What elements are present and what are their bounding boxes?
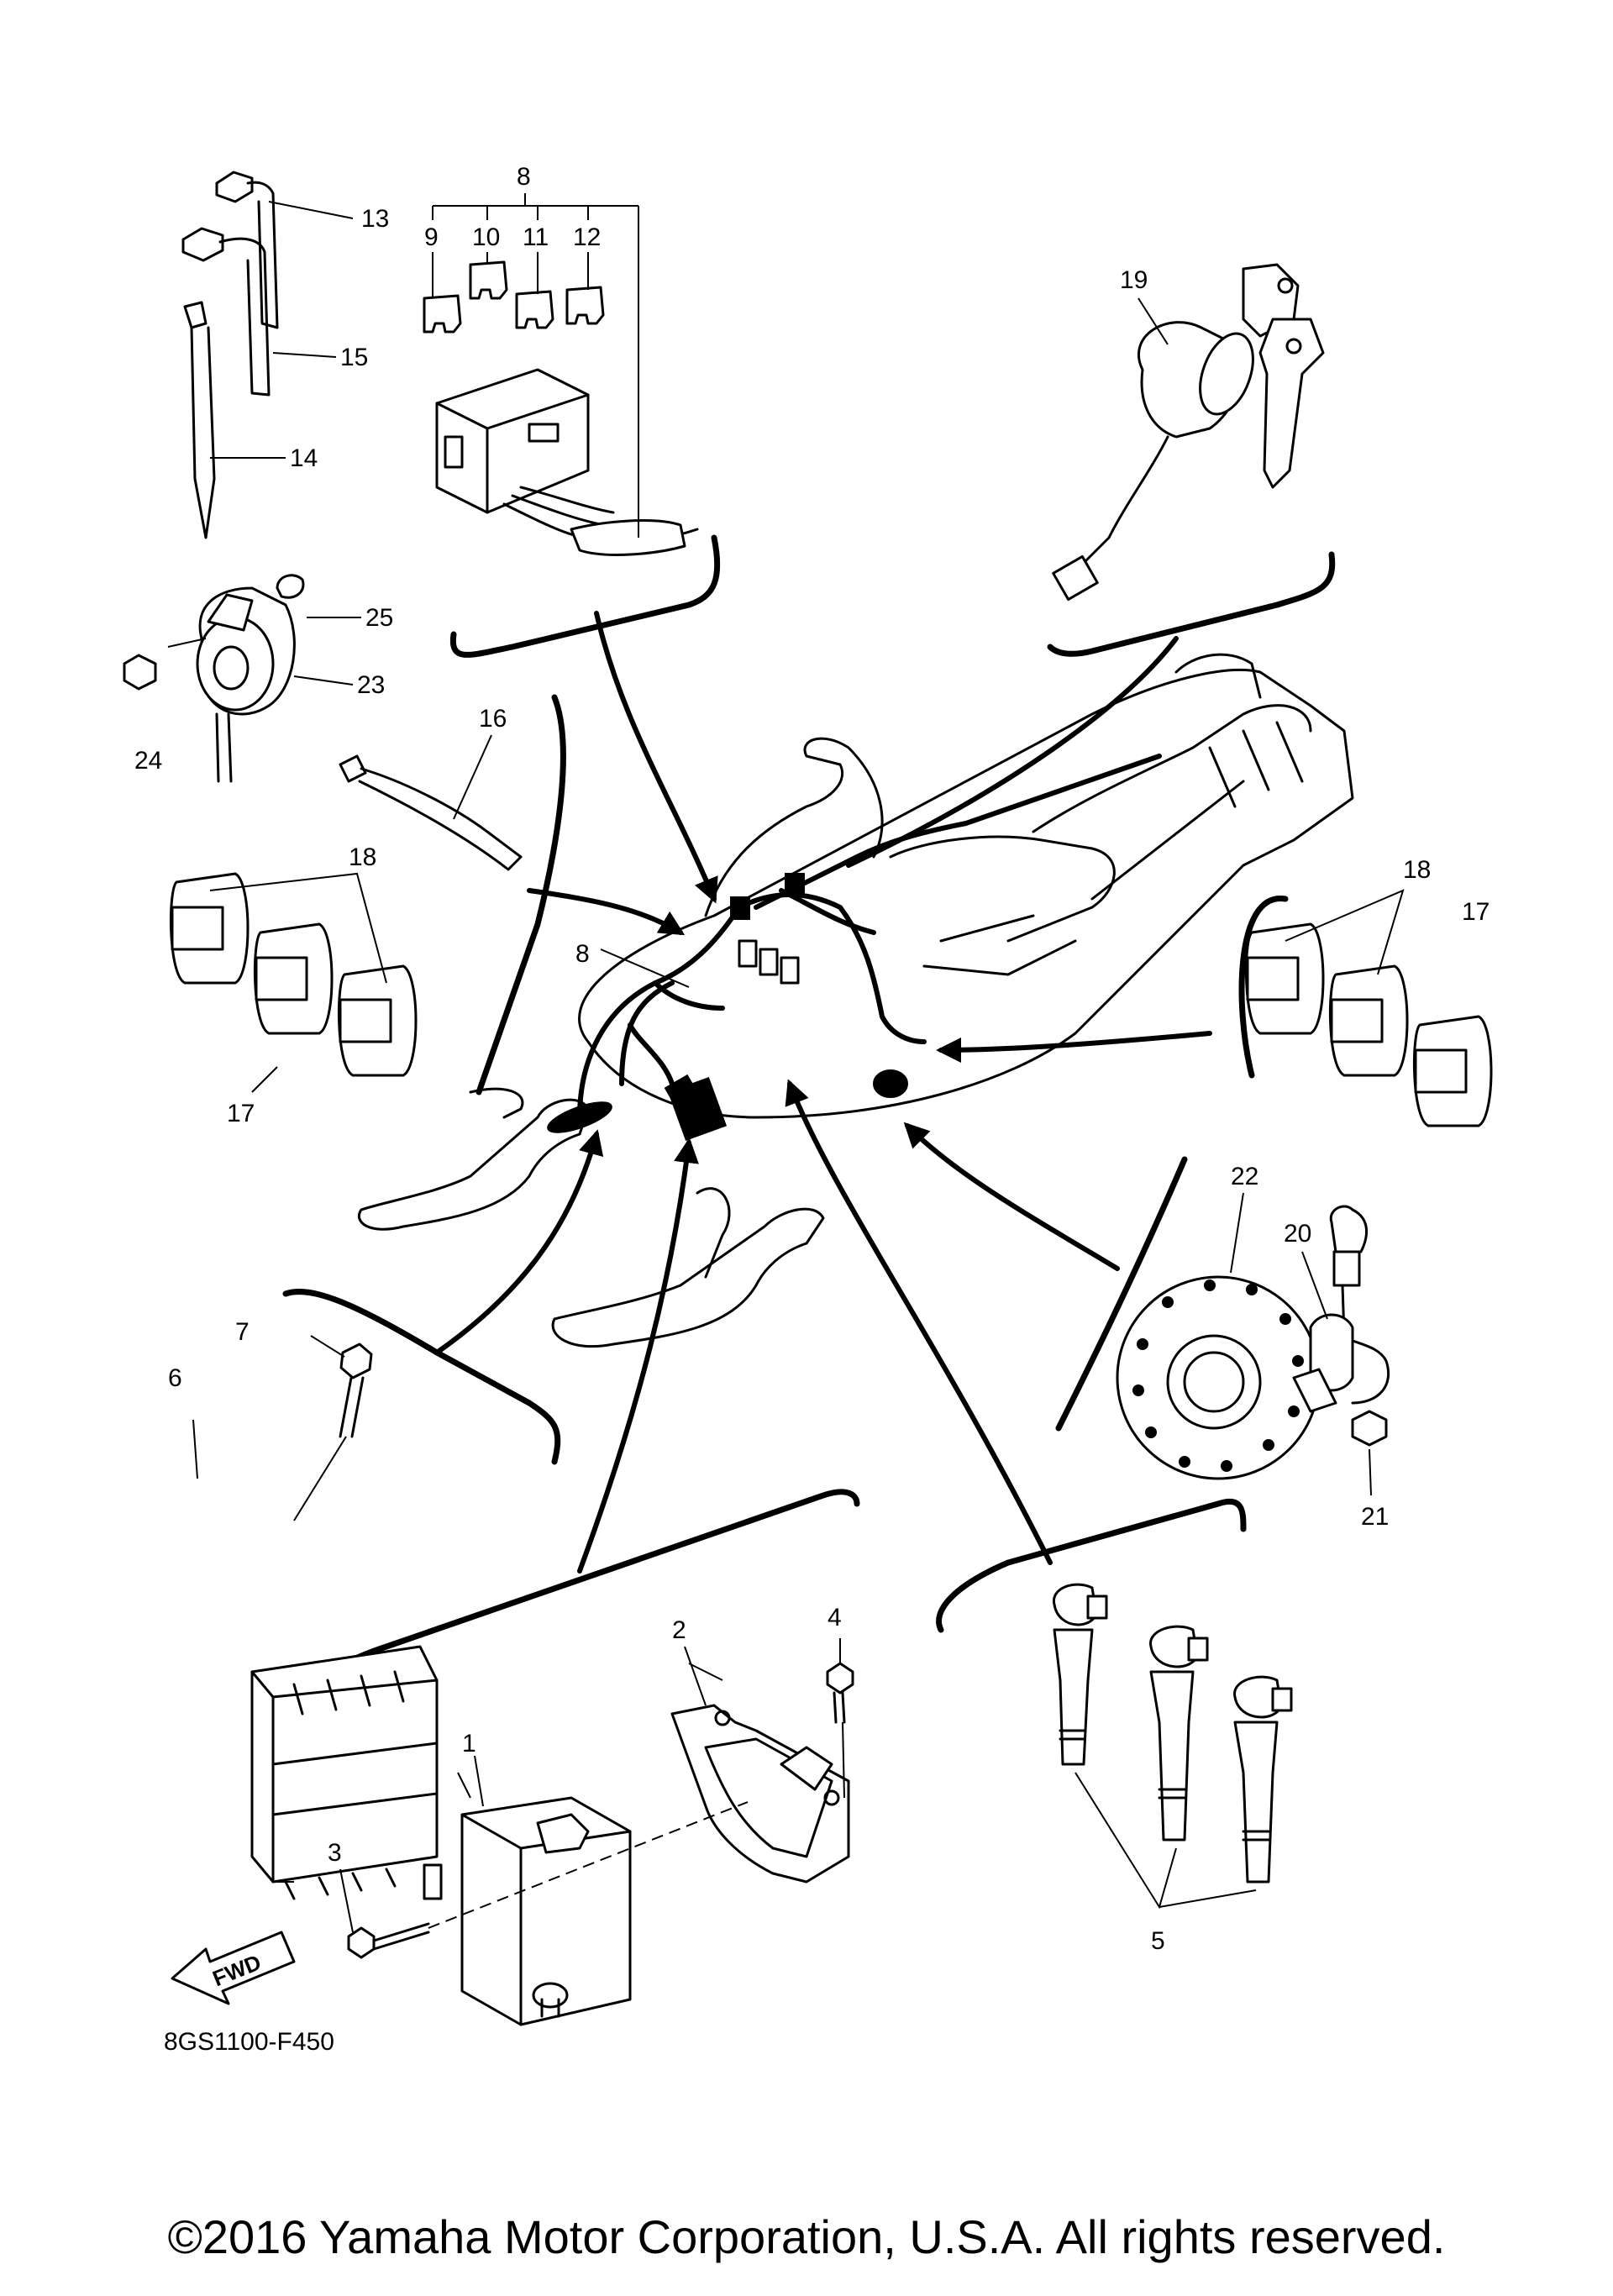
callout-17-left: 17 (227, 1100, 255, 1127)
ignition-coil (1053, 1583, 1293, 1910)
ecu (423, 1796, 632, 2026)
sensor-rotor (1116, 1275, 1321, 1480)
callout-10: 10 (472, 223, 500, 251)
ignition-switch (1052, 263, 1325, 602)
callout-6: 6 (168, 1364, 182, 1392)
drawing-code: 8GS1100-F450 (164, 2028, 334, 2056)
copyright-notice: ©2016 Yamaha Motor Corporation, U.S.A. A… (167, 2210, 1446, 2263)
callout-21: 21 (1361, 1503, 1389, 1531)
relay (169, 872, 1493, 1127)
callout-labels: 1 2 3 4 5 6 7 8 8 9 10 11 12 13 14 15 16… (134, 163, 1490, 1955)
callout-22: 22 (1231, 1163, 1258, 1190)
callout-19: 19 (1120, 266, 1148, 294)
relay-leader-line (209, 872, 1405, 1093)
callout-14: 14 (290, 444, 318, 472)
callout-2: 2 (672, 1616, 686, 1644)
callout-leader-line (210, 201, 1372, 1933)
speed-sensor (1292, 1205, 1390, 1447)
callout-4: 4 (828, 1604, 842, 1631)
callout-13: 13 (361, 205, 389, 233)
callout-18-left: 18 (349, 843, 376, 871)
fuse-leader-line (432, 193, 639, 538)
callout-11: 11 (523, 223, 549, 251)
callout-25: 25 (365, 604, 393, 632)
mounting-bracket (670, 1704, 850, 1884)
fwd-arrow: FWD (171, 1931, 296, 2005)
callout-20: 20 (1284, 1220, 1311, 1248)
fastener (192, 1335, 854, 1959)
callout-9: 9 (424, 223, 439, 251)
callout-23: 23 (357, 671, 385, 699)
callout-8-harness: 8 (575, 940, 590, 968)
callout-8: 8 (517, 163, 531, 191)
callout-5: 5 (1151, 1927, 1165, 1955)
cable-tie (181, 171, 523, 871)
callout-24: 24 (134, 747, 162, 775)
callout-15: 15 (340, 344, 368, 371)
callout-18-right: 18 (1403, 856, 1431, 884)
pointer-line (434, 611, 1212, 1574)
cdi-unit (250, 1645, 439, 1900)
callout-17-right: 17 (1462, 898, 1490, 926)
fuse (423, 260, 605, 334)
callout-3: 3 (328, 1839, 342, 1867)
snowmobile-illustration (358, 653, 1354, 1348)
callout-7: 7 (235, 1318, 250, 1346)
callout-16: 16 (479, 705, 507, 733)
callout-12: 12 (573, 223, 601, 251)
callout-1: 1 (462, 1730, 476, 1757)
fuse-box (435, 368, 699, 556)
harness-connector (547, 873, 908, 1142)
buzzer (123, 574, 305, 783)
